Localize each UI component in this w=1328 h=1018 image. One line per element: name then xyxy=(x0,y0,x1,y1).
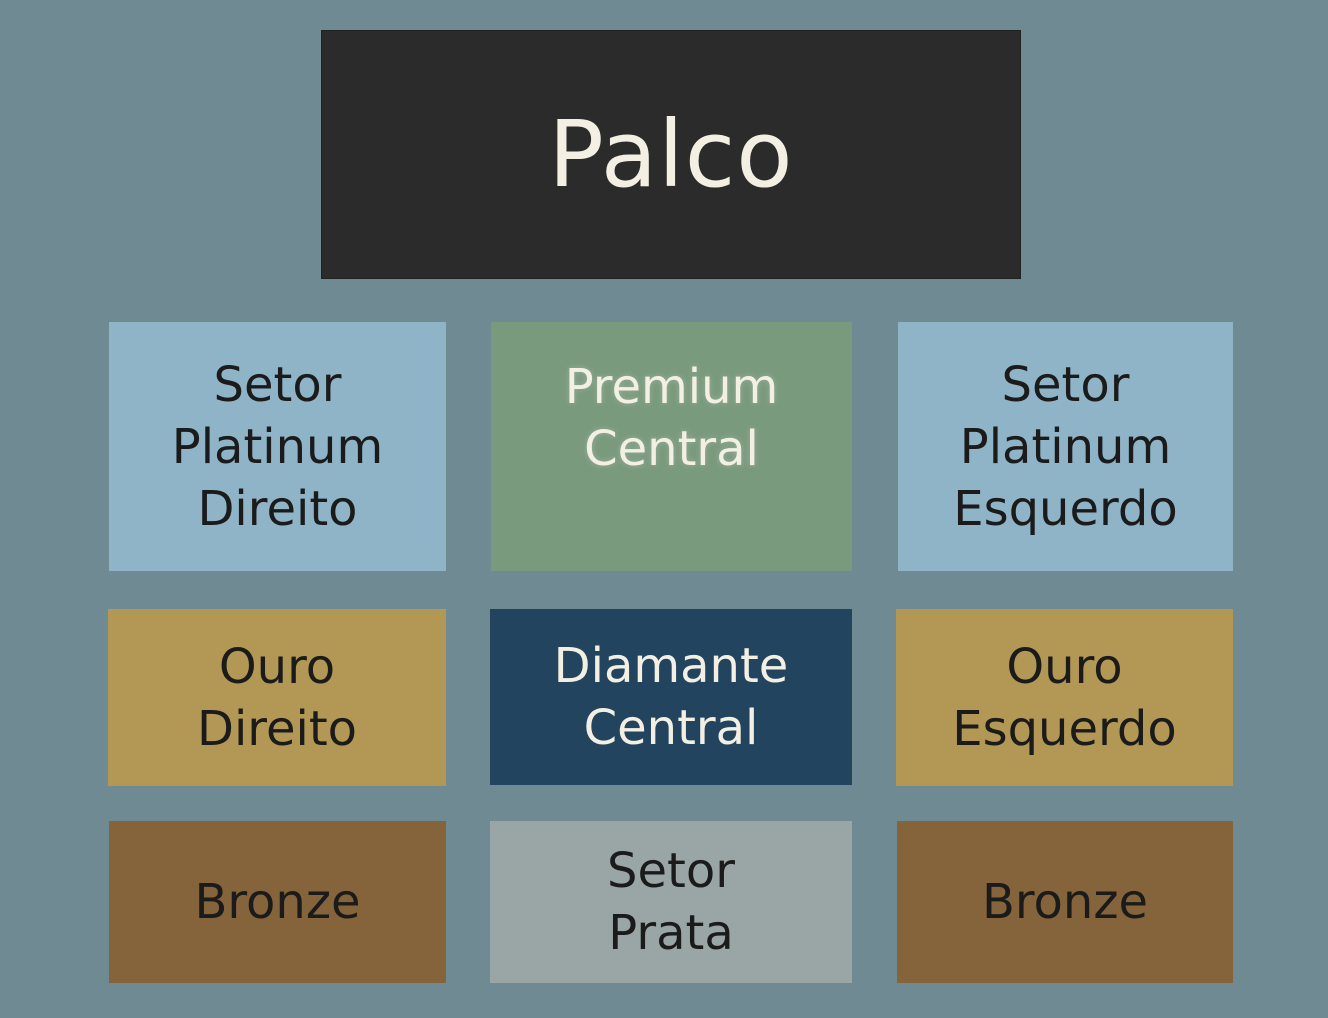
sector-ouro-direito: Ouro Direito xyxy=(108,609,446,786)
stage-box: Palco xyxy=(321,30,1021,279)
sector-bronze-esquerdo: Bronze xyxy=(897,821,1233,983)
sector-bronze-direito: Bronze xyxy=(109,821,446,983)
sector-prata: Setor Prata xyxy=(490,821,852,983)
sector-platinum-direito: Setor Platinum Direito xyxy=(109,322,446,571)
sector-platinum-esquerdo: Setor Platinum Esquerdo xyxy=(898,322,1233,571)
sector-premium-central: Premium Central xyxy=(491,322,852,571)
sector-diamante-central: Diamante Central xyxy=(490,609,852,785)
sector-ouro-esquerdo: Ouro Esquerdo xyxy=(896,609,1233,786)
